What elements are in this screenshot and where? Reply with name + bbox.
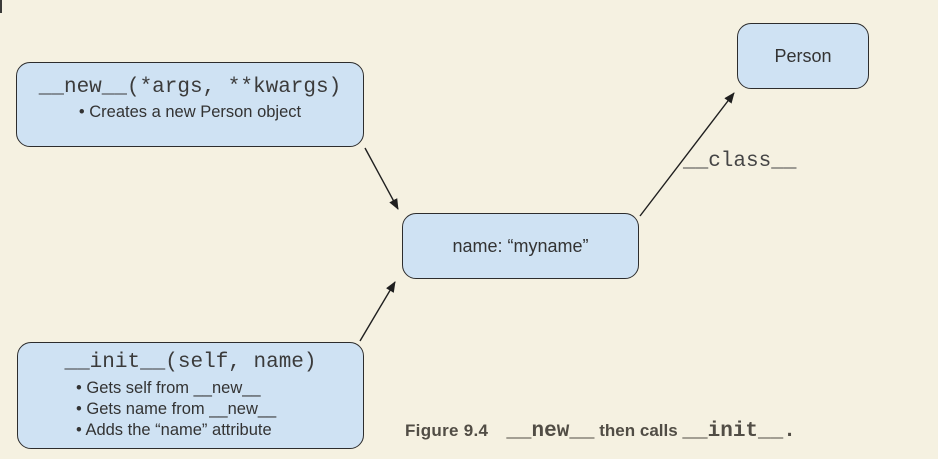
new-method-bullet: • Creates a new Person object (78, 103, 302, 122)
init-method-bullets: • Gets self from __new__ • Gets name fro… (18, 378, 363, 441)
person-class-label: Person (774, 45, 832, 66)
class-edge-label: __class__ (683, 150, 797, 173)
init-method-bullet: • Gets self from __new__ (76, 379, 261, 398)
caption-text: then calls (594, 421, 683, 440)
arrow-new-to-name (364, 147, 399, 210)
name-attribute-label: name: “myname” (452, 235, 589, 256)
caption-code-new: __new__ (506, 420, 595, 443)
caption-code-init: __init__. (682, 420, 796, 443)
page-edge-mark (0, 0, 2, 13)
person-class-box: Person (737, 23, 869, 89)
figure-caption: Figure 9.4 __new__ then calls __init__. (405, 420, 796, 443)
init-method-bullet: • Adds the “name” attribute (76, 421, 272, 440)
figure-number: Figure 9.4 (405, 421, 489, 440)
init-method-title: __init__(self, name) (64, 351, 317, 374)
new-method-box: __new__(*args, **kwargs) • Creates a new… (16, 62, 364, 147)
name-attribute-box: name: “myname” (402, 213, 639, 279)
arrow-init-to-name (359, 281, 396, 342)
init-method-bullet: • Gets name from __new__ (76, 400, 277, 419)
init-method-box: __init__(self, name) • Gets self from __… (17, 342, 364, 449)
arrow-name-to-person (639, 92, 735, 217)
new-method-title: __new__(*args, **kwargs) (38, 76, 342, 99)
